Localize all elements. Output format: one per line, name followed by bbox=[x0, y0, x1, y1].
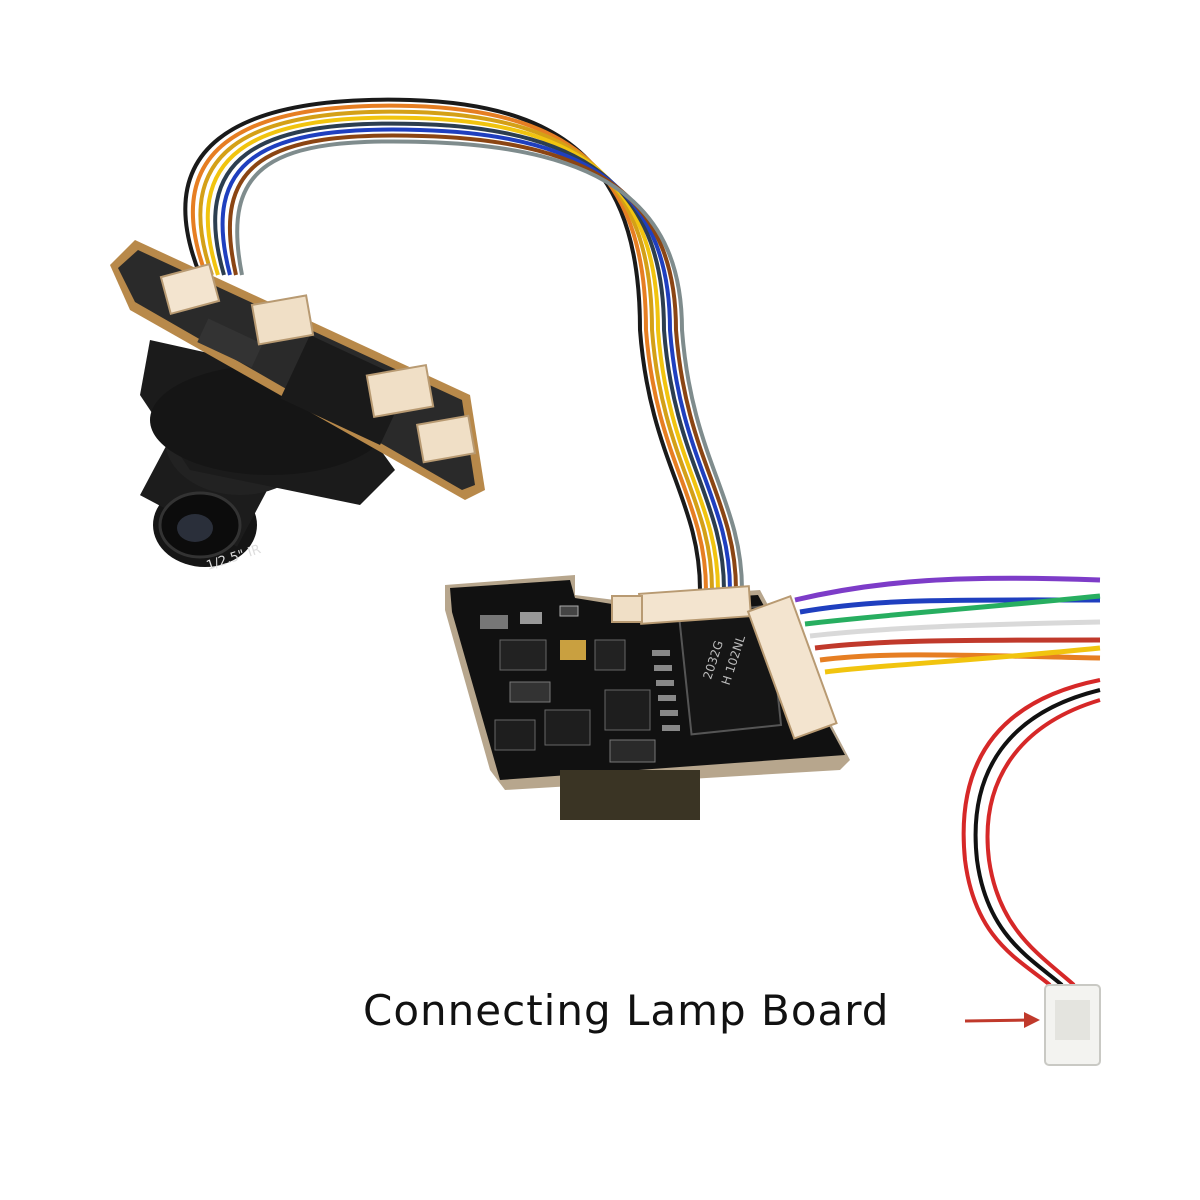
camera-connector bbox=[415, 414, 477, 464]
lamp-connector bbox=[1044, 984, 1101, 1066]
camera-connector bbox=[365, 363, 435, 419]
camera-module: 1/2.5" IR bbox=[110, 240, 485, 574]
arrow-icon bbox=[964, 1012, 1040, 1028]
board-connector-small bbox=[611, 595, 643, 623]
output-wire-harness bbox=[794, 575, 1101, 675]
board-connector-top bbox=[638, 585, 752, 625]
caption-text: Connecting Lamp Board bbox=[363, 986, 890, 1035]
ethernet-transformer: 2032G H 102NL bbox=[677, 604, 783, 736]
rj45-jack bbox=[560, 770, 700, 820]
board-connector-side bbox=[746, 594, 838, 740]
poe-board: 2032G H 102NL bbox=[445, 575, 850, 820]
camera-connector bbox=[250, 294, 315, 346]
lamp-cable bbox=[961, 678, 1101, 987]
camera-wire-harness bbox=[183, 97, 744, 591]
camera-connector bbox=[159, 262, 221, 316]
